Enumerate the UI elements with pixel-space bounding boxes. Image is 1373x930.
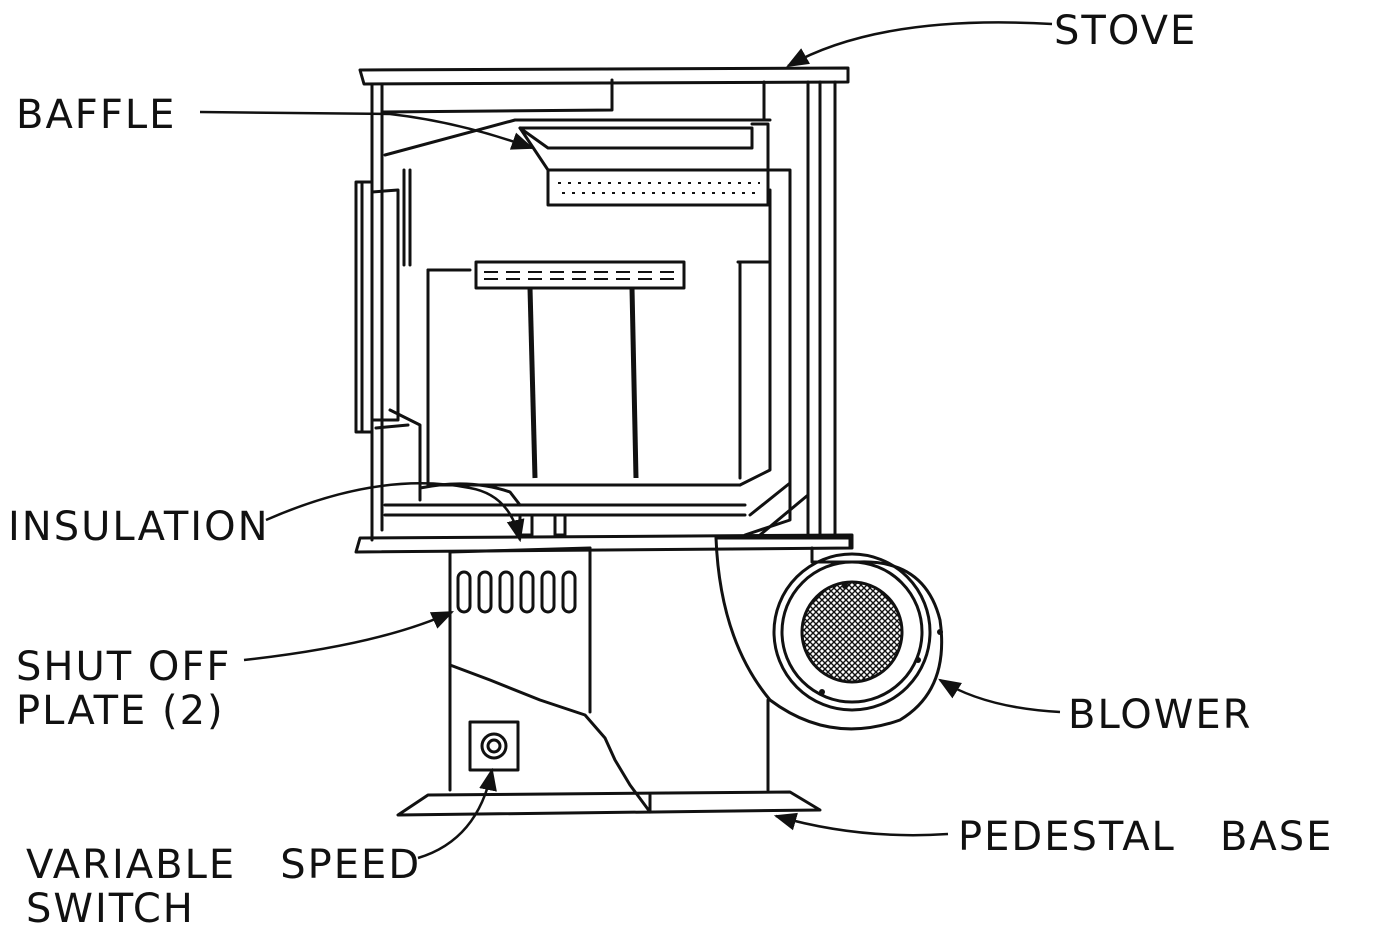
labels: STOVE BAFFLE INSULATION SHUT OFF PLATE (… (8, 8, 1333, 930)
label-stove: STOVE (1054, 8, 1197, 54)
label-insulation: INSULATION (8, 504, 269, 550)
blower-intake-grille (800, 580, 904, 684)
label-baffle: BAFFLE (16, 92, 176, 138)
blower (714, 536, 944, 731)
label-shut-off-line2: PLATE (2) (16, 688, 225, 734)
insulation (418, 482, 567, 537)
leader-lines (199, 21, 1061, 860)
shut-off-plate-slots (456, 570, 577, 614)
variable-speed-switch (468, 720, 520, 772)
stove-door (354, 168, 422, 502)
label-variable-speed-line1: VARIABLE SPEED (26, 842, 421, 888)
label-variable-speed-line2: SWITCH (26, 886, 195, 930)
firebox-liner (474, 260, 770, 480)
pedestal (396, 546, 822, 817)
label-blower: BLOWER (1068, 692, 1252, 738)
baffle (518, 122, 770, 207)
label-shut-off-line1: SHUT OFF (16, 644, 231, 690)
label-pedestal-base: PEDESTAL BASE (958, 814, 1333, 860)
baffle-perforations (558, 182, 760, 194)
stove-body (354, 66, 854, 554)
